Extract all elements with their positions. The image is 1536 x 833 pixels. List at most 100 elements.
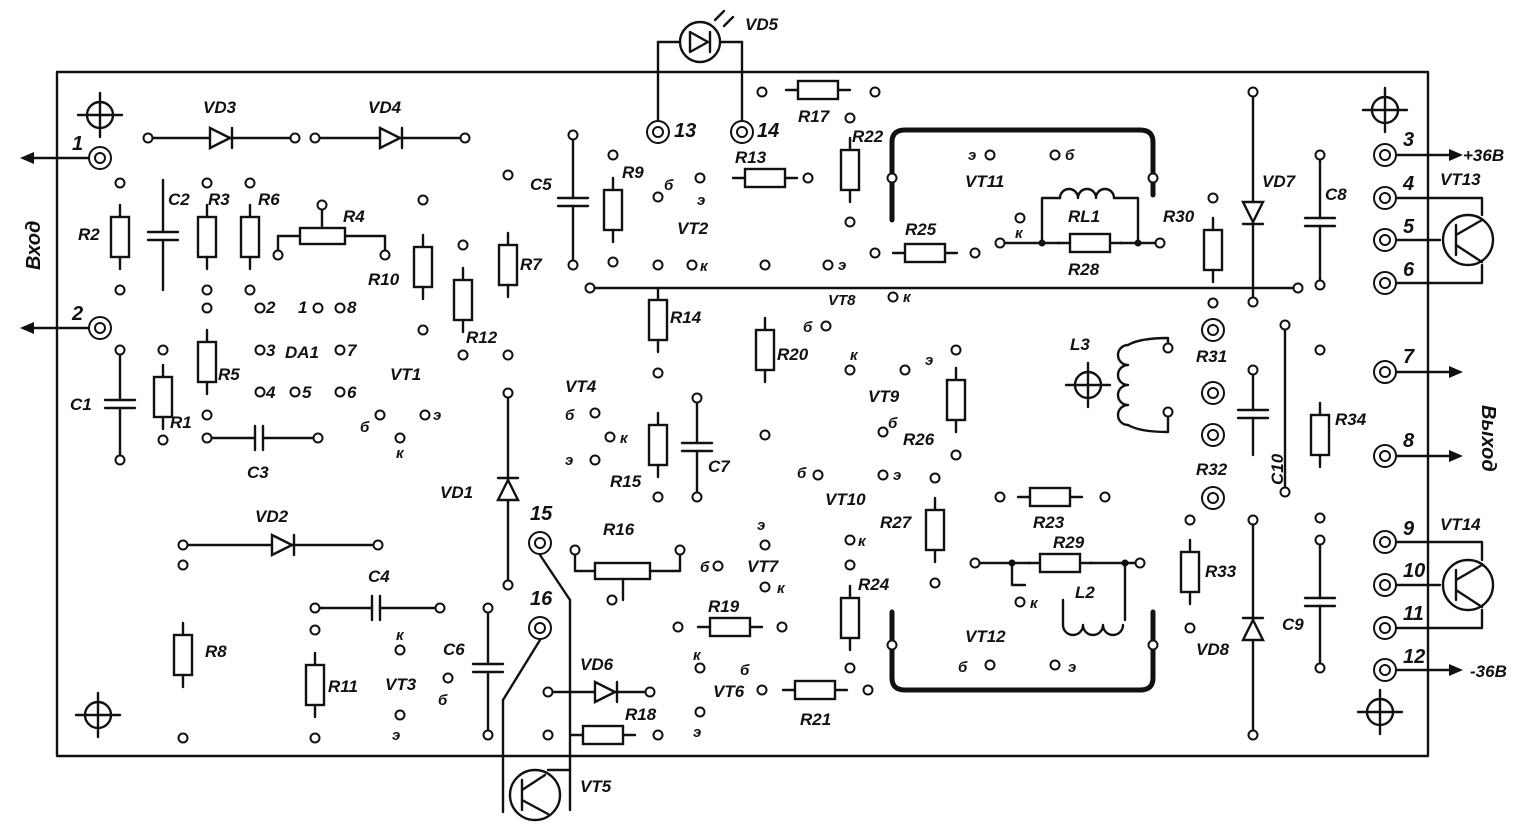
vt6-label: VT6 <box>713 682 745 701</box>
vt11-b: б <box>1065 147 1075 164</box>
vt7-k: к <box>777 580 786 597</box>
da1-pin-3: 3 <box>266 341 276 360</box>
vt2-e: э <box>697 192 705 209</box>
c5-label: C5 <box>530 175 552 194</box>
da1-pin-2: 2 <box>265 298 276 317</box>
r30-label: R30 <box>1163 207 1195 226</box>
vt8-e: э <box>838 257 846 274</box>
vd2-label: VD2 <box>255 507 289 526</box>
diodes <box>146 90 1265 737</box>
labels: Вход Выход +36В -36В 1 2 3 4 5 6 7 8 9 1… <box>23 15 1507 796</box>
r32-label: R32 <box>1196 460 1228 479</box>
vd6-label: VD6 <box>580 655 614 674</box>
vt12-label: VT12 <box>965 627 1006 646</box>
da1-pin-1: 1 <box>298 298 307 317</box>
vd5-label: VD5 <box>745 15 779 34</box>
c4-label: C4 <box>368 567 390 586</box>
r11-label: R11 <box>328 677 358 696</box>
c2-label: C2 <box>168 190 190 209</box>
vt3-e: э <box>392 727 400 744</box>
pin-2-label: 2 <box>71 303 83 325</box>
pin-15-label: 15 <box>530 503 553 525</box>
r16-label: R16 <box>603 520 635 539</box>
vt12-e: э <box>1068 659 1076 676</box>
r14-label: R14 <box>670 308 702 327</box>
vt9-e: э <box>925 352 933 369</box>
da1-pin-8: 8 <box>347 298 357 317</box>
input-label: Вход <box>23 221 45 270</box>
c1-label: C1 <box>70 395 92 414</box>
r12-label: R12 <box>466 328 498 347</box>
pin-3-label: 3 <box>1403 129 1414 151</box>
vt3-k: к <box>396 627 405 644</box>
vt5-transistor <box>501 553 572 822</box>
vt8-b: б <box>803 319 813 336</box>
pin-10-label: 10 <box>1403 560 1425 582</box>
da1-pin-5: 5 <box>302 383 312 402</box>
r4-label: R4 <box>343 207 365 226</box>
vt14-label: VT14 <box>1440 515 1481 534</box>
vt1-k: к <box>396 445 405 462</box>
c3-label: C3 <box>247 463 269 482</box>
pin-6-label: 6 <box>1403 259 1415 281</box>
vt1-b: б <box>360 419 370 436</box>
vd7-label: VD7 <box>1262 172 1297 191</box>
pin-8-label: 8 <box>1403 430 1415 452</box>
r27-label: R27 <box>880 513 913 532</box>
vt7-e: э <box>757 517 765 534</box>
pin-14-label: 14 <box>757 120 779 142</box>
pin-7-label: 7 <box>1403 346 1415 368</box>
vt4-label: VT4 <box>565 377 597 396</box>
r23-label: R23 <box>1033 513 1065 532</box>
pin-13-label: 13 <box>674 120 696 142</box>
output-label: Выход <box>1477 405 1499 472</box>
pin-11-label: 11 <box>1403 603 1424 625</box>
vt11-label: VT11 <box>965 172 1004 191</box>
r26-label: R26 <box>903 430 935 449</box>
vt2-label: VT2 <box>677 219 709 238</box>
vt2-b: б <box>664 177 674 194</box>
vt1-e: э <box>433 407 441 424</box>
vt1-label: VT1 <box>390 365 421 384</box>
inductor-l2 <box>973 559 1142 637</box>
plus-supply-label: +36В <box>1463 146 1504 165</box>
pin-16-label: 16 <box>530 588 553 610</box>
r19-label: R19 <box>708 597 740 616</box>
vt11-k: к <box>1015 225 1024 242</box>
vt10-k: к <box>858 533 867 550</box>
r1-label: R1 <box>170 413 192 432</box>
vt10-label: VT10 <box>825 490 866 509</box>
r29-label: R29 <box>1053 533 1085 552</box>
trimmers <box>276 203 682 602</box>
vt9-k: к <box>850 347 859 364</box>
r15-label: R15 <box>610 472 642 491</box>
resistors <box>109 79 1331 746</box>
r6-label: R6 <box>258 190 280 209</box>
r18-label: R18 <box>625 705 657 724</box>
r20-label: R20 <box>777 345 809 364</box>
relay-rl1 <box>998 187 1162 247</box>
c6-label: C6 <box>443 640 465 659</box>
r10-label: R10 <box>368 270 400 289</box>
r21-label: R21 <box>800 710 831 729</box>
vt4-k: к <box>620 430 629 447</box>
vd3-label: VD3 <box>203 98 237 117</box>
pin-9-label: 9 <box>1403 518 1415 540</box>
r31-label: R31 <box>1196 347 1227 366</box>
vt12-k: к <box>1030 595 1039 612</box>
r9-label: R9 <box>622 163 644 182</box>
io-arrows <box>20 149 1463 676</box>
r2-label: R2 <box>78 225 100 244</box>
vt4-b: б <box>565 407 575 424</box>
vt7-label: VT7 <box>747 557 780 576</box>
vd8-label: VD8 <box>1196 640 1230 659</box>
vt6-b: б <box>740 662 750 679</box>
l2-label: L2 <box>1075 583 1095 602</box>
rl1-label: RL1 <box>1068 207 1100 226</box>
da1-pin-6: 6 <box>347 383 357 402</box>
vt6-k: к <box>693 647 702 664</box>
pin-pads <box>88 120 1397 682</box>
vt3-label: VT3 <box>385 675 417 694</box>
r17-label: R17 <box>798 107 831 126</box>
r3-label: R3 <box>208 190 230 209</box>
